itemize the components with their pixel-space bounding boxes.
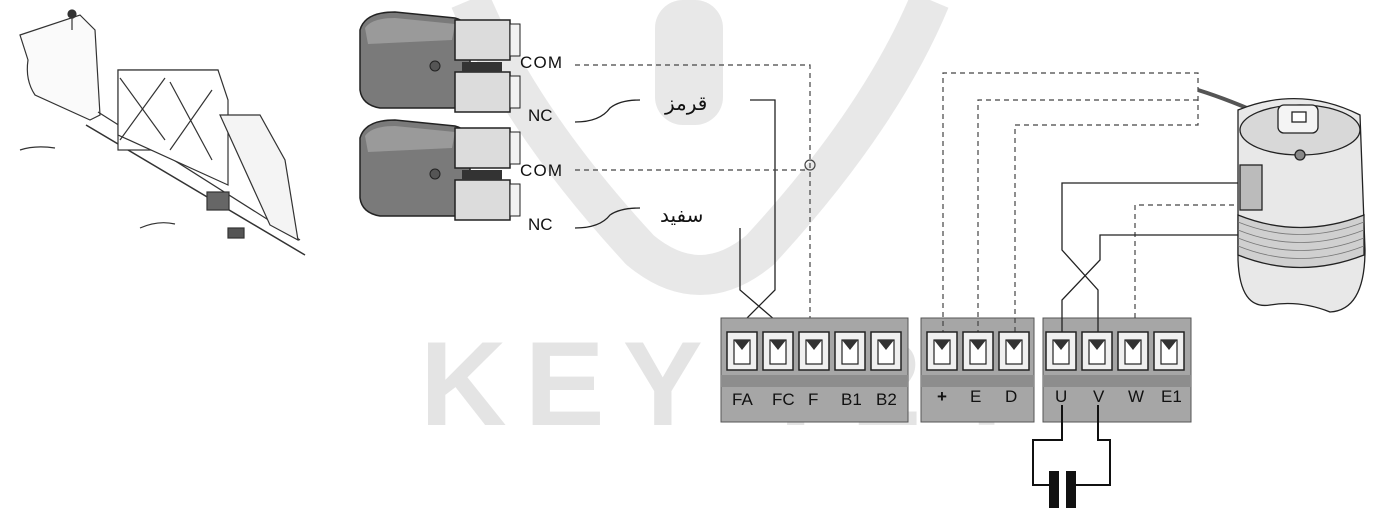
com-wires <box>575 64 816 335</box>
wire-label-red: قرمز <box>664 91 707 115</box>
screw-terminal <box>870 331 902 371</box>
terminal-v: V <box>1093 387 1105 406</box>
screw-terminal <box>962 331 994 371</box>
switch-2-nc-label: NC <box>528 215 553 234</box>
capacitor <box>1032 405 1111 508</box>
terminal-plus: + <box>937 387 947 406</box>
switch-2-com-label: COM <box>520 161 562 180</box>
screw-terminal <box>726 331 758 371</box>
screw-terminal <box>762 331 794 371</box>
switch-1-nc-label: NC <box>528 106 553 125</box>
gate-illustration <box>19 9 306 256</box>
terminal-b1: B1 <box>841 390 862 409</box>
terminal-fa: FA <box>732 390 753 409</box>
screw-terminal <box>1117 331 1149 371</box>
screw-terminal <box>998 331 1030 371</box>
switch-1-com-label: COM <box>520 53 562 72</box>
screw-terminal <box>1153 331 1185 371</box>
limit-switch-1 <box>359 11 521 113</box>
terminal-e1: E1 <box>1161 387 1182 406</box>
terminal-b2: B2 <box>876 390 897 409</box>
motor-illustration <box>1237 98 1366 313</box>
encoder-wires <box>942 72 1240 335</box>
motor-wires <box>1061 182 1240 335</box>
screw-terminal <box>926 331 958 371</box>
screw-terminal <box>1045 331 1077 371</box>
wire-label-white: سفید <box>660 203 703 227</box>
terminal-e: E <box>970 387 981 406</box>
screw-terminal <box>834 331 866 371</box>
screw-terminal <box>798 331 830 371</box>
terminal-w: W <box>1128 387 1144 406</box>
terminal-d: D <box>1005 387 1017 406</box>
terminal-fc: FC <box>772 390 795 409</box>
terminal-u: U <box>1055 387 1067 406</box>
limit-switch-2 <box>359 119 521 221</box>
terminal-f: F <box>808 390 818 409</box>
screw-terminal <box>1081 331 1113 371</box>
